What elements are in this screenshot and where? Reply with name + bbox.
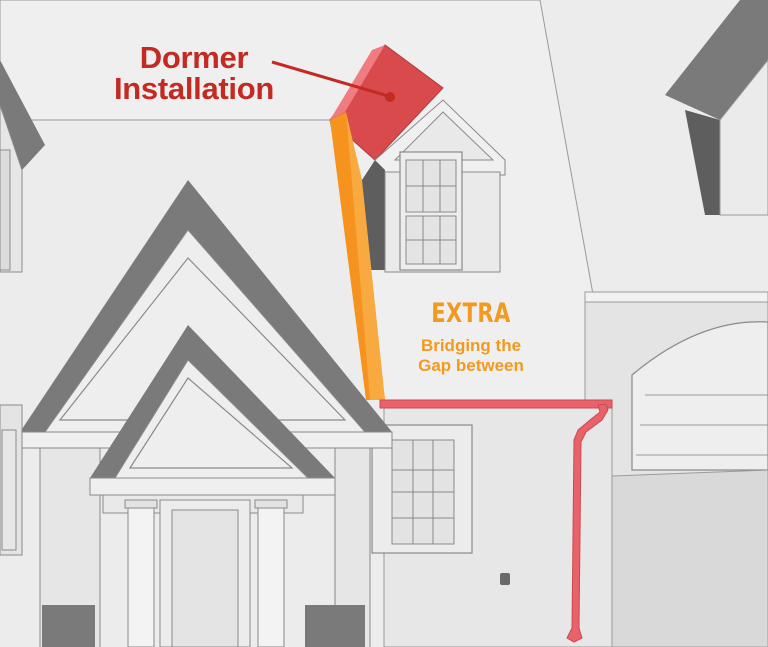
extra-line2: Gap between	[418, 356, 524, 376]
extra-title: EXTRA	[431, 298, 511, 329]
dormer-roof-edge	[330, 45, 385, 120]
downspout	[566, 403, 609, 643]
column-capital-left	[124, 499, 158, 509]
right-wall-trim	[584, 291, 768, 303]
column-capital-right	[254, 499, 288, 509]
extra-label: EXTRA Bridging the Gap between	[401, 300, 541, 375]
dormer-installation-label: Dormer Installation	[106, 42, 282, 104]
right-dormer-roof	[665, 0, 768, 120]
porch-gable-roof	[20, 180, 392, 432]
bridge-highlight-face	[346, 112, 385, 400]
wall-outlet	[500, 573, 510, 585]
left-dormer-window	[0, 149, 11, 271]
right-dormer-wall	[719, 59, 768, 216]
portico-trim	[128, 377, 294, 469]
front-door-panel	[171, 509, 239, 647]
dormer-label-line2: Installation	[113, 71, 275, 106]
porch-column-left	[127, 499, 155, 647]
extra-line1: Bridging the	[420, 336, 522, 355]
portico-cornice	[89, 477, 336, 496]
left-dormer-roof	[0, 60, 45, 170]
dormer-label-line1: Dormer	[139, 40, 249, 75]
gutter	[379, 399, 613, 409]
dormer-pointer-line	[271, 60, 389, 98]
porch-base-left	[42, 605, 95, 647]
left-window	[1, 429, 17, 551]
dormer-pointer-dot	[385, 92, 395, 102]
right-dormer-side	[685, 110, 720, 215]
portico-roof	[90, 325, 335, 478]
porch-base-right	[305, 605, 365, 647]
porch-column-right	[257, 499, 285, 647]
